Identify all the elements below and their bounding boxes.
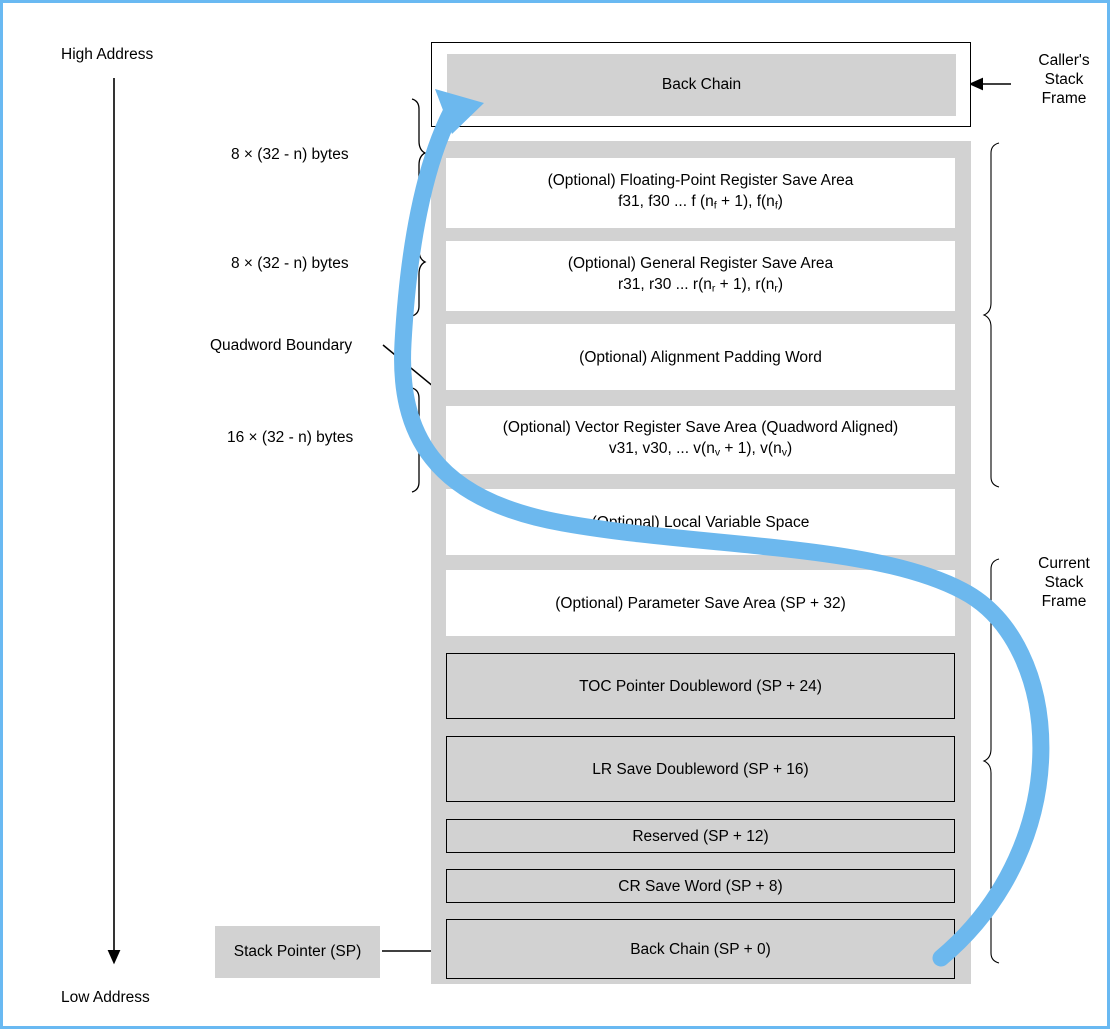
slot-gpr-line2: r31, r30 ... r(nr + 1), r(nr) — [617, 275, 784, 295]
slot-floating-point-register-save-area: (Optional) Floating-Point Register Save … — [446, 158, 955, 228]
current-stack-frame-box: (Optional) Floating-Point Register Save … — [431, 141, 971, 984]
slot-gpr-line1: (Optional) General Register Save Area — [567, 254, 834, 272]
slot-reserved-line1: Reserved (SP + 12) — [632, 827, 769, 845]
slot-general-register-save-area: (Optional) General Register Save Area r3… — [446, 241, 955, 311]
slot-back-chain-sp0: Back Chain (SP + 0) — [446, 919, 955, 979]
slot-lr-line1: LR Save Doubleword (SP + 16) — [592, 760, 809, 778]
callers-stack-frame-box: Back Chain — [431, 42, 971, 127]
high-address-label: High Address — [61, 46, 154, 63]
slot-bc0-line1: Back Chain (SP + 0) — [630, 940, 771, 958]
slot-fpr-line2: f31, f30 ... f (nf + 1), f(nf) — [618, 192, 783, 212]
slot-parameter-save-area: (Optional) Parameter Save Area (SP + 32) — [446, 570, 955, 636]
slot-cr-line1: CR Save Word (SP + 8) — [618, 877, 783, 895]
slot-vr-line1: (Optional) Vector Register Save Area (Qu… — [502, 418, 899, 436]
slot-vector-register-save-area: (Optional) Vector Register Save Area (Qu… — [446, 406, 955, 474]
slot-back-chain: Back Chain — [447, 54, 956, 116]
slot-local-variable-space: (Optional) Local Variable Space — [446, 489, 955, 555]
slot-fpr-line1: (Optional) Floating-Point Register Save … — [547, 171, 854, 189]
slot-alignment-padding-word: (Optional) Alignment Padding Word — [446, 324, 955, 390]
slot-psa-line1: (Optional) Parameter Save Area (SP + 32) — [555, 594, 846, 612]
stack-pointer-box: Stack Pointer (SP) — [215, 926, 380, 978]
slot-toc-pointer-doubleword: TOC Pointer Doubleword (SP + 24) — [446, 653, 955, 719]
size-label-vr: 16 × (32 - n) bytes — [227, 429, 354, 446]
slot-toc-line1: TOC Pointer Doubleword (SP + 24) — [579, 677, 822, 695]
size-label-fpr: 8 × (32 - n) bytes — [231, 146, 349, 163]
slot-vr-line2: v31, v30, ... v(nv + 1), v(nv) — [608, 439, 793, 459]
slot-lvs-line1: (Optional) Local Variable Space — [591, 513, 810, 531]
size-label-gpr: 8 × (32 - n) bytes — [231, 255, 349, 272]
low-address-label: Low Address — [61, 989, 150, 1006]
slot-apw-line1: (Optional) Alignment Padding Word — [579, 348, 822, 366]
slot-lr-save-doubleword: LR Save Doubleword (SP + 16) — [446, 736, 955, 802]
quadword-boundary-label: Quadword Boundary — [210, 337, 353, 354]
slot-reserved: Reserved (SP + 12) — [446, 819, 955, 853]
slot-cr-save-word: CR Save Word (SP + 8) — [446, 869, 955, 903]
